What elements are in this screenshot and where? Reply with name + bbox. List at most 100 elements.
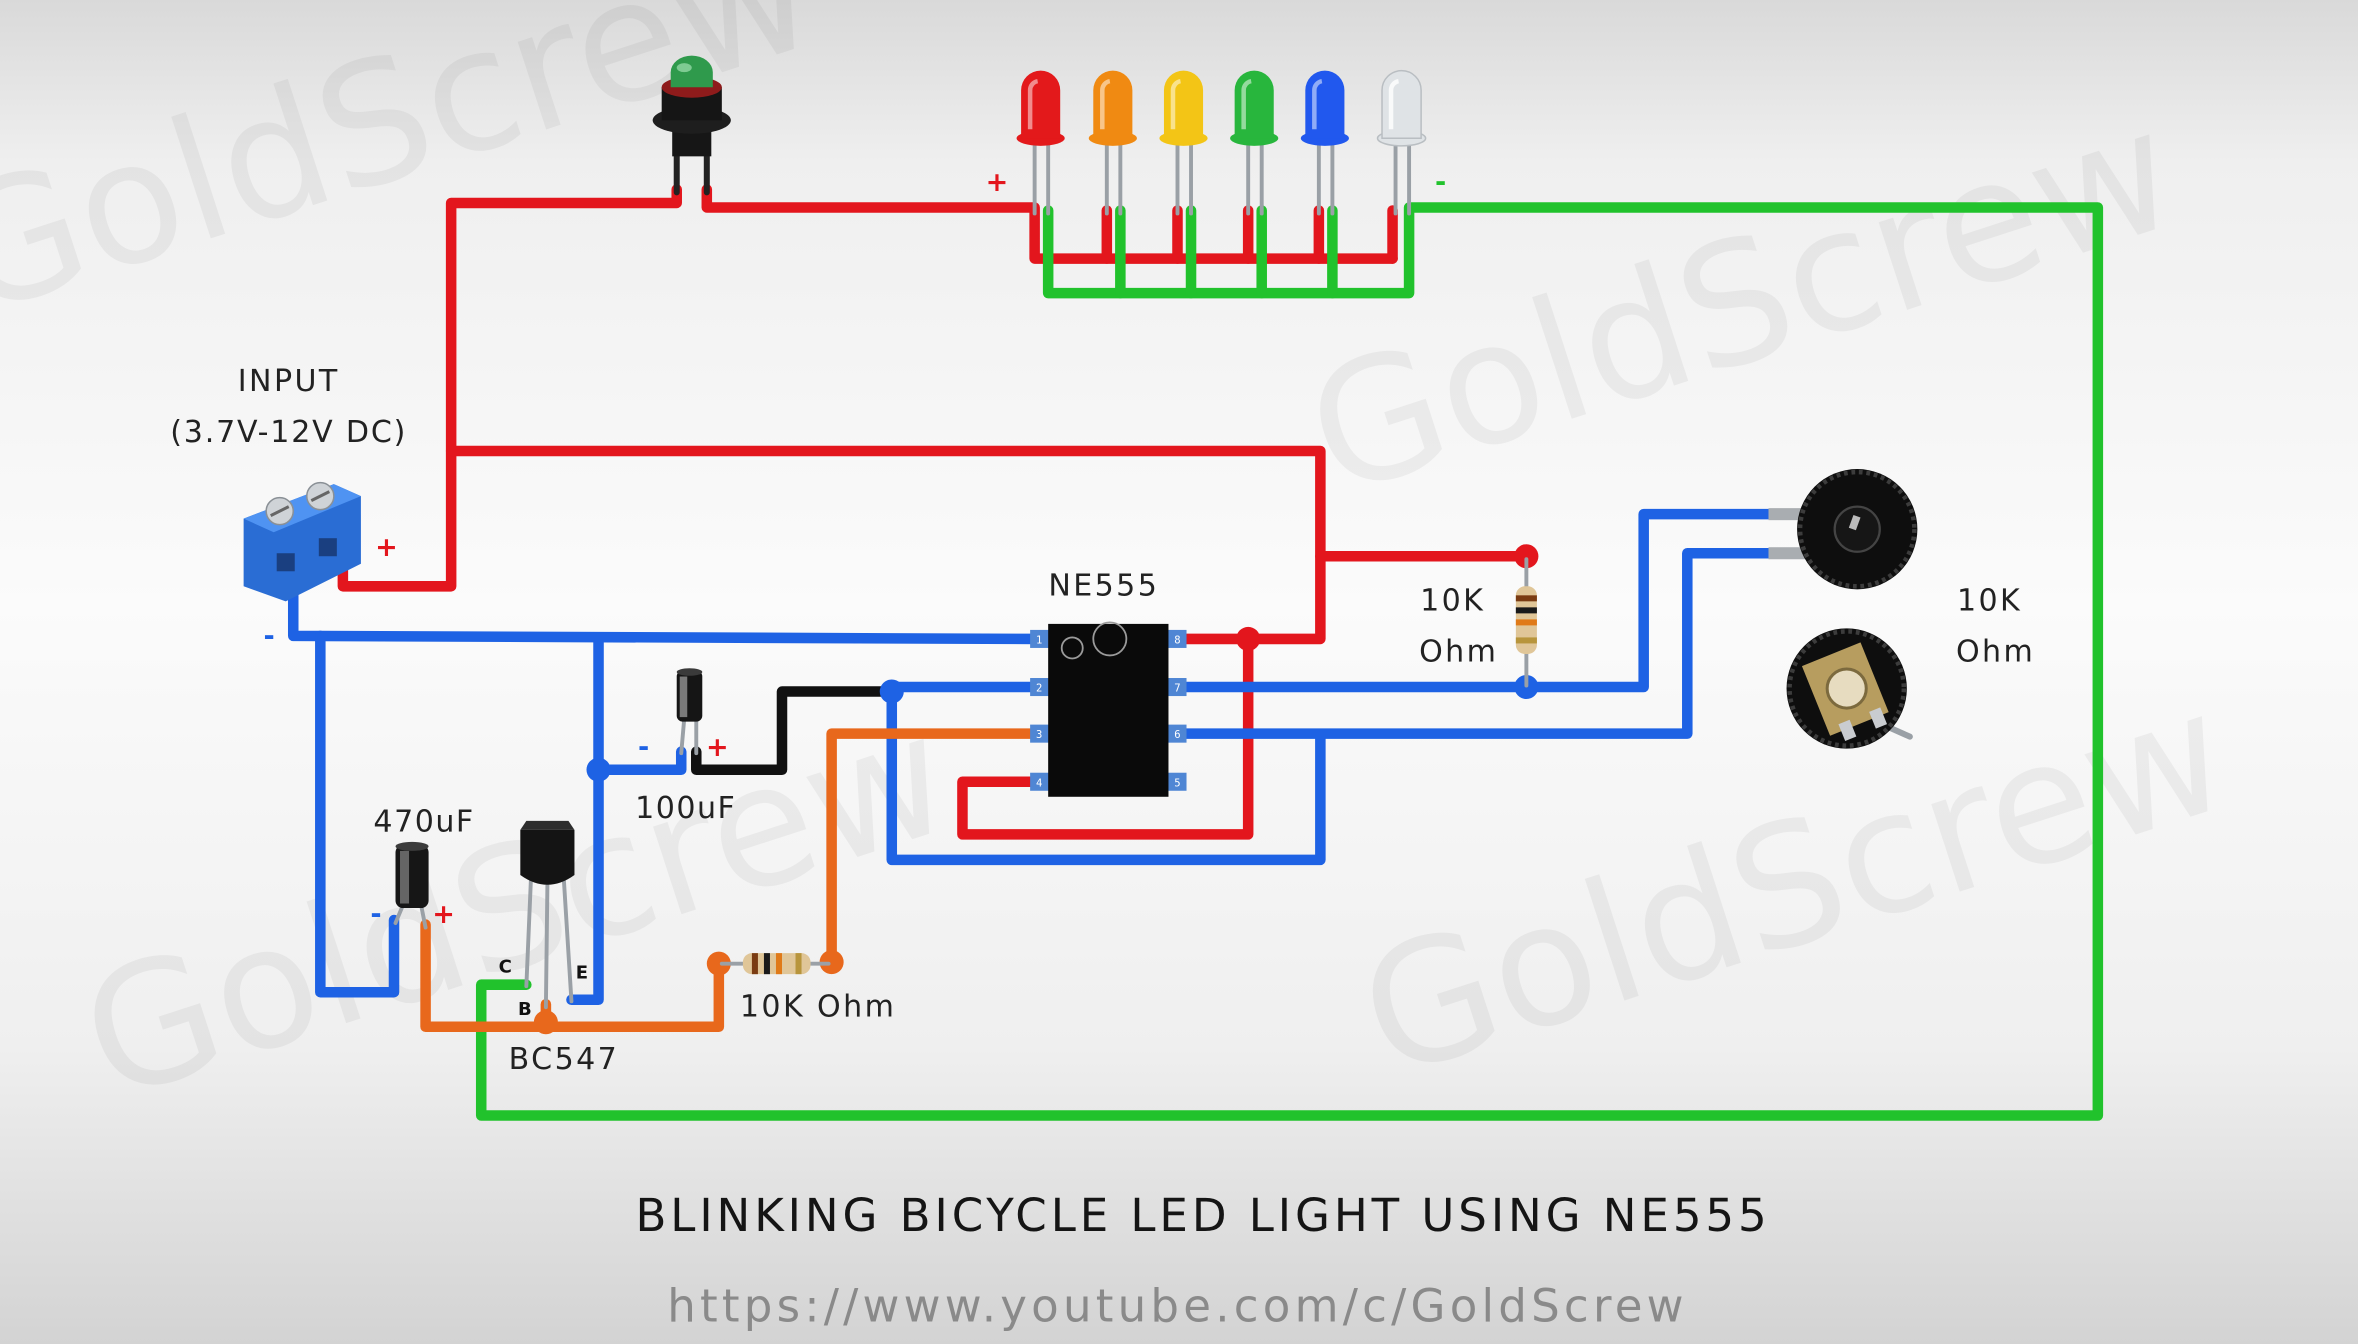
cap-top xyxy=(676,668,703,676)
junction-dot xyxy=(706,951,731,976)
led-array: + - xyxy=(986,69,1446,216)
ic-pin-number: 7 xyxy=(1174,683,1180,695)
junction-dot xyxy=(533,1010,558,1035)
pot-back-tab xyxy=(1869,707,1888,729)
wire-resistor-to-base xyxy=(420,919,725,1033)
wire-pin7-to-pot xyxy=(1178,508,1780,693)
transistor-icon: C B E xyxy=(499,820,588,1020)
ic-pin xyxy=(1030,772,1050,791)
resistor-bottom-label: 10K Ohm xyxy=(740,989,896,1024)
wire-ground-to-pin1 xyxy=(287,575,1043,645)
input-minus-sign: - xyxy=(264,621,275,652)
resistor-icon xyxy=(1515,557,1537,688)
ic-body xyxy=(1048,623,1169,797)
pot-shaft xyxy=(1833,505,1881,553)
transistor-pin-b: B xyxy=(518,999,532,1020)
transistor-leg-b xyxy=(543,883,550,1010)
led-yellow-icon xyxy=(1159,70,1208,216)
pot-value: 10K xyxy=(1957,583,2022,618)
terminal-hole xyxy=(276,553,295,572)
resistor-icon xyxy=(719,953,831,975)
capacitor-470uf-icon: - + xyxy=(370,841,455,930)
ic-notch xyxy=(1060,636,1084,660)
ic-dimple xyxy=(1092,621,1128,657)
resistor-band xyxy=(1515,619,1537,626)
resistor-band xyxy=(795,953,802,975)
terminal-hole xyxy=(318,538,337,557)
pot-slot xyxy=(1848,514,1861,531)
ic-pin-number: 5 xyxy=(1174,777,1180,789)
wire-input-to-switch xyxy=(337,184,682,592)
junction-dot xyxy=(879,679,904,704)
ic-pin-number: 8 xyxy=(1174,634,1180,646)
ic-pin-number: 2 xyxy=(1036,683,1042,695)
junction-dot xyxy=(1236,626,1261,651)
led-orange-icon xyxy=(1088,70,1137,216)
button-cap-highlight xyxy=(676,63,692,73)
terminal-block-icon: + - xyxy=(243,481,398,652)
junction-dot xyxy=(819,950,844,975)
pot-knurl xyxy=(1797,469,1917,589)
ic-pin-number: 6 xyxy=(1174,729,1180,741)
transistor-label: BC547 xyxy=(509,1042,620,1077)
ic-pin xyxy=(1166,629,1187,648)
input-plus-sign: + xyxy=(375,532,398,563)
wire-pin8-to-pin4 xyxy=(957,633,1254,840)
channel-url: https://www.youtube.com/c/GoldScrew xyxy=(667,1279,1688,1332)
transistor-leg-c xyxy=(524,879,533,989)
transistor-top xyxy=(520,820,575,830)
transistor-pin-e: E xyxy=(576,963,588,984)
resistor-band xyxy=(763,953,770,975)
cap-100-minus: - xyxy=(638,732,649,763)
wire-ground-to-470uf xyxy=(315,630,400,998)
page-title: BLINKING BICYCLE LED LIGHT USING NE555 xyxy=(635,1189,1770,1242)
capacitor-100uf-icon: - + xyxy=(638,668,729,763)
led-blue-icon xyxy=(1300,70,1349,216)
button-cap xyxy=(670,55,713,88)
resistor-band xyxy=(1515,595,1537,602)
wire-ground-to-100uf xyxy=(593,746,687,775)
input-range-label: (3.7V-12V DC) xyxy=(170,415,407,450)
ic-label: NE555 xyxy=(1048,568,1159,603)
junction-dot xyxy=(1514,544,1539,569)
cap-470-plus: + xyxy=(432,899,455,930)
ic-pin xyxy=(1166,678,1187,697)
ic-pin xyxy=(1030,629,1050,648)
resistor-band xyxy=(775,953,782,975)
pot-back-knurl xyxy=(1787,629,1907,748)
led-plus-sign: + xyxy=(986,167,1009,198)
cap-470-label: 470uF xyxy=(373,804,474,839)
cap-top xyxy=(395,841,429,851)
cap-stripe xyxy=(679,676,688,718)
led-minus-sign: - xyxy=(1435,167,1446,198)
junctions xyxy=(533,544,1539,1035)
pot-back-track xyxy=(1825,667,1868,710)
transistor-leg-e xyxy=(561,879,574,1004)
pot-back-tab xyxy=(1838,719,1857,742)
input-label: INPUT xyxy=(238,364,340,399)
wire-pin3-to-resistor xyxy=(826,728,1043,968)
ic-pin xyxy=(1030,724,1050,743)
junction-dot xyxy=(586,757,611,782)
led-red-icon xyxy=(1016,70,1065,216)
ic-pin xyxy=(1030,678,1050,697)
resistor-band xyxy=(1515,637,1537,644)
potentiometer-icon xyxy=(1768,469,1918,749)
ic-pin-number: 3 xyxy=(1036,729,1042,741)
led-white-icon xyxy=(1376,69,1427,216)
ic-pin-number: 1 xyxy=(1036,634,1042,646)
transistor-pin-c: C xyxy=(499,957,512,978)
resistor-top-unit: Ohm xyxy=(1419,634,1498,669)
push-button-icon xyxy=(652,55,731,196)
resistor-top-value: 10K xyxy=(1420,583,1485,618)
resistor-band xyxy=(1515,607,1537,614)
cap-stripe xyxy=(400,850,410,904)
ic-pin-number: 4 xyxy=(1036,777,1042,789)
cap-470-minus: - xyxy=(370,899,381,930)
pot-pin xyxy=(1768,547,1811,560)
wire-100uf-to-pin2 xyxy=(691,686,898,775)
cap-100-plus: + xyxy=(706,732,729,763)
wire-pin2-to-pin6 xyxy=(886,681,1326,866)
ic-pin xyxy=(1166,724,1187,743)
